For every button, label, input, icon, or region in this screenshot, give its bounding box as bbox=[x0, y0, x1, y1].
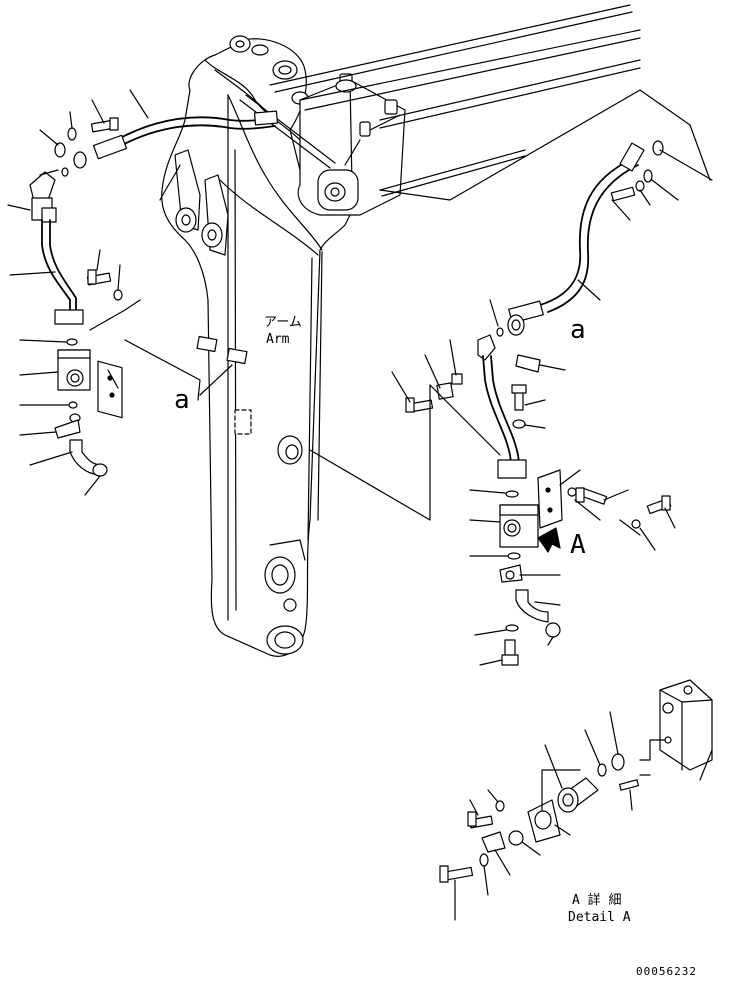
right-parts bbox=[405, 140, 672, 666]
arm-label-jp: アーム bbox=[264, 315, 302, 330]
leader-lines bbox=[7, 89, 713, 921]
detail-label-jp: A 詳 細 bbox=[572, 892, 621, 908]
reference-a-left: a bbox=[174, 385, 190, 415]
reference-a-right: a bbox=[570, 315, 586, 345]
left-hose bbox=[92, 110, 279, 160]
boom-tubes bbox=[239, 4, 641, 197]
view-label-a: A bbox=[570, 530, 586, 560]
boom-link-bracket bbox=[297, 73, 406, 216]
detail-a bbox=[439, 679, 713, 883]
drawing-number: 00056232 bbox=[636, 965, 697, 978]
arm-label-en: Arm bbox=[266, 332, 290, 347]
detail-label-en: Detail A bbox=[568, 910, 631, 925]
left-parts bbox=[29, 117, 123, 477]
